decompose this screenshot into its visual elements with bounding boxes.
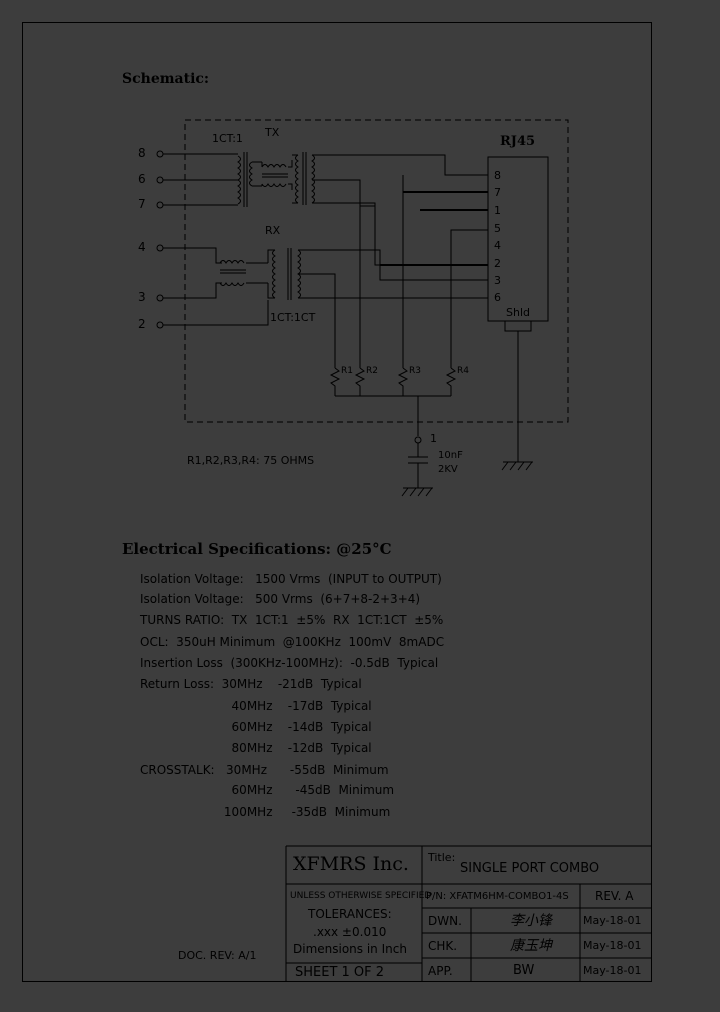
rx-ct-wire	[163, 300, 269, 326]
cap-value-label: 10nF	[438, 450, 463, 461]
rx-primary-wires	[163, 247, 222, 299]
dwn-label: DWN.	[428, 914, 462, 928]
tx-choke	[261, 160, 293, 190]
tx-ratio-label: 1CT:1	[212, 132, 243, 145]
cap-node	[414, 436, 422, 444]
module-boundary	[184, 119, 569, 423]
app-date: May-18-01	[583, 964, 642, 977]
title-block-grid	[285, 845, 652, 982]
rj45-pin-3: 3	[494, 274, 501, 287]
pin-label-8: 8	[138, 146, 146, 160]
pin-label-3: 3	[138, 290, 146, 304]
tx-label: TX	[265, 126, 280, 139]
spec-line: 40MHz -17dB Typical	[140, 699, 372, 713]
tx-transformer-2	[292, 152, 315, 205]
sheet-number: SHEET 1 OF 2	[295, 965, 385, 980]
title-value: SINGLE PORT COMBO	[460, 861, 600, 876]
rj45-pin-8: 8	[494, 169, 501, 182]
revision: REV. A	[595, 889, 634, 903]
spec-line: 80MHz -12dB Typical	[140, 741, 372, 755]
resistor-note: R1,R2,R3,R4: 75 OHMS	[187, 454, 315, 467]
cap-node-label: 1	[430, 432, 437, 445]
capacitor-symbol	[408, 443, 428, 488]
spec-line: OCL: 350uH Minimum @100KHz 100mV 8mADC	[140, 635, 445, 649]
rj45-pin-4: 4	[494, 239, 501, 252]
left-pin-terminals	[156, 150, 164, 329]
chk-date: May-18-01	[583, 939, 642, 952]
rj45-pin-5: 5	[494, 222, 501, 235]
spec-line: CROSSTALK: 30MHz -55dB Minimum	[140, 763, 389, 777]
schematic-title: Schematic:	[122, 71, 210, 87]
cap-ground-symbol	[401, 487, 433, 497]
tx-wire-ct	[312, 179, 375, 207]
resistor-label-r3: R3	[409, 366, 421, 376]
pin-label-6: 6	[138, 172, 146, 186]
rx-transformer	[267, 248, 301, 300]
rx-wire-ct	[298, 273, 336, 368]
spec-line: 60MHz -14dB Typical	[140, 720, 372, 734]
tx-transformer-1	[237, 152, 262, 207]
spec-line: TURNS RATIO: TX 1CT:1 ±5% RX 1CT:1CT ±5%	[140, 613, 444, 627]
spec-line: Insertion Loss (300KHz-100MHz): -0.5dB T…	[140, 656, 439, 670]
shield-ground-symbol	[501, 461, 533, 471]
spec-line: 100MHz -35dB Minimum	[140, 805, 391, 819]
part-number: P/N: XFATM6HM-COMBO1-4S	[426, 891, 569, 902]
dwn-date: May-18-01	[583, 914, 642, 927]
app-label: APP.	[428, 964, 453, 978]
title-label: Title:	[428, 851, 456, 864]
pin-label-4: 4	[138, 240, 146, 254]
rx-wire-2-tap	[298, 250, 488, 265]
rx-label: RX	[265, 224, 281, 237]
resistor-zigzags	[329, 367, 457, 396]
resistor-label-r2: R2	[366, 366, 378, 376]
chk-label: CHK.	[428, 939, 458, 953]
resistor-label-r4: R4	[457, 366, 469, 376]
rj45-pin-7: 7	[494, 186, 501, 199]
cap-voltage-label: 2KV	[438, 464, 458, 475]
pin-label-7: 7	[138, 197, 146, 211]
rx-ratio-label: 1CT:1CT	[270, 311, 316, 324]
tolerances-label: TOLERANCES:	[308, 907, 392, 921]
rj45-pin-2: 2	[494, 257, 501, 270]
tx-wire-8	[312, 154, 488, 176]
tolerance-value: .xxx ±0.010	[313, 925, 387, 939]
rj45-pin-6: 6	[494, 291, 501, 304]
unless-note: UNLESS OTHERWISE SPECIFIED	[290, 891, 432, 901]
dimensions-note: Dimensions in Inch	[293, 942, 407, 956]
r4-wire	[450, 229, 488, 368]
company-name: XFMRS Inc.	[293, 853, 409, 875]
shield-label: Shld	[506, 306, 530, 319]
spec-line: 60MHz -45dB Minimum	[140, 783, 395, 797]
chk-signature: 康玉坤	[510, 938, 552, 954]
electrical-title: Electrical Specifications: @25°C	[122, 540, 392, 558]
rj45-shield-tab	[504, 320, 532, 332]
doc-revision: DOC. REV: A/1	[178, 949, 257, 962]
app-signature: BW	[513, 963, 535, 978]
drawing-border	[22, 22, 652, 982]
spec-line: Isolation Voltage: 1500 Vrms (INPUT to O…	[140, 572, 442, 586]
rj45-pin-1: 1	[494, 204, 501, 217]
spec-line: Isolation Voltage: 500 Vrms (6+7+8-2+3+4…	[140, 592, 421, 606]
spec-line: Return Loss: 30MHz -21dB Typical	[140, 677, 362, 691]
tx-primary-wires	[163, 153, 238, 206]
connector-label: RJ45	[500, 134, 536, 149]
rx-choke	[219, 260, 268, 286]
tx-wire-2	[312, 202, 488, 266]
pin-label-2: 2	[138, 317, 146, 331]
dwn-signature: 李小锋	[510, 913, 552, 929]
resistor-label-r1: R1	[341, 366, 353, 376]
